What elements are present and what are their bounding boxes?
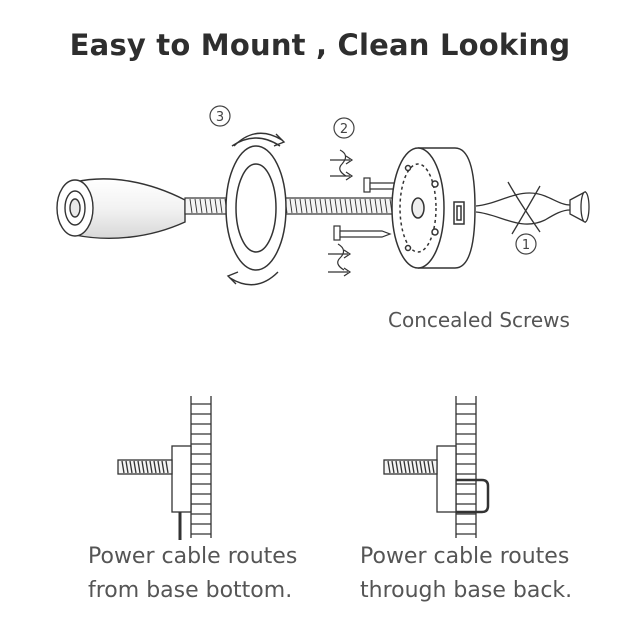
gooseneck-arm xyxy=(184,197,401,215)
svg-text:1: 1 xyxy=(522,238,530,253)
screw-turn-arrows-top xyxy=(330,149,354,181)
concealed-screws-label: Concealed Screws xyxy=(388,308,570,332)
wall-section-left xyxy=(190,396,212,538)
arm-coil-line xyxy=(415,460,419,474)
left-caption: Power cable routes from base bottom. xyxy=(88,540,297,608)
step-1-marker: 1 xyxy=(515,233,537,255)
arm-coil-line xyxy=(431,460,435,474)
right-caption-line-2: through base back. xyxy=(360,578,573,603)
right-caption-line-1: Power cable routes xyxy=(360,544,570,569)
arm-coil-line xyxy=(399,460,403,474)
arm-coil-line xyxy=(419,460,423,474)
arm-coil-line xyxy=(189,198,193,214)
arm-coil-line xyxy=(359,198,363,214)
arm-coil-line xyxy=(411,460,415,474)
arm-coil-line xyxy=(204,198,208,214)
arm-coil-line xyxy=(427,460,431,474)
arm-coil-line xyxy=(133,460,137,474)
rotate-arrow-bottom xyxy=(226,271,279,286)
arm-coil-line xyxy=(219,198,223,214)
arm-coil-line xyxy=(165,460,169,474)
arm-coil-line xyxy=(407,460,411,474)
arm-coil-line xyxy=(395,460,399,474)
arm-coil-line xyxy=(354,198,358,214)
arm-coil-line xyxy=(391,460,395,474)
step-3-marker: 3 xyxy=(209,105,231,127)
arm-coil-line xyxy=(329,198,333,214)
arm-coil-line xyxy=(334,198,338,214)
arm-coil-line xyxy=(141,460,145,474)
arm-coil-line xyxy=(199,198,203,214)
screw-bottom xyxy=(333,225,392,241)
base-bottom-route xyxy=(117,445,192,540)
page-title: Easy to Mount , Clean Looking xyxy=(69,28,571,62)
arm-coil-line xyxy=(129,460,133,474)
arm-coil-line xyxy=(289,198,293,214)
arm-coil-line xyxy=(403,460,407,474)
arm-coil-line xyxy=(304,198,308,214)
arm-coil-line xyxy=(324,198,328,214)
arm-coil-line xyxy=(319,198,323,214)
arm-coil-line xyxy=(121,460,125,474)
lamp-head xyxy=(56,178,186,239)
arm-coil-line xyxy=(364,198,368,214)
arm-coil-line xyxy=(137,460,141,474)
arm-coil-line xyxy=(153,460,157,474)
arm-coil-line xyxy=(309,198,313,214)
left-caption-line-2: from base bottom. xyxy=(88,578,293,603)
arm-coil-line xyxy=(384,198,388,214)
svg-text:3: 3 xyxy=(216,110,224,125)
arm-coil-line xyxy=(209,198,213,214)
wall-section-right xyxy=(455,396,477,538)
arm-coil-line xyxy=(125,460,129,474)
screw-turn-arrows-bottom xyxy=(328,243,352,277)
arm-coil-line xyxy=(349,198,353,214)
arm-coil-line xyxy=(423,460,427,474)
left-caption-line-1: Power cable routes xyxy=(88,544,298,569)
arm-coil-line xyxy=(314,198,318,214)
base-back-route xyxy=(383,445,490,514)
arm-coil-line xyxy=(344,198,348,214)
arm-coil-line xyxy=(387,460,391,474)
rotate-arrow-top xyxy=(233,132,286,147)
right-caption: Power cable routes through base back. xyxy=(360,540,572,608)
arm-coil-line xyxy=(214,198,218,214)
arm-coil-line xyxy=(149,460,153,474)
trim-ring xyxy=(225,137,287,271)
arm-coil-line xyxy=(299,198,303,214)
arm-coil-line xyxy=(379,198,383,214)
svg-text:2: 2 xyxy=(340,122,348,137)
cable-connector xyxy=(475,181,590,235)
arm-coil-line xyxy=(369,198,373,214)
arm-coil-line xyxy=(145,460,149,474)
arm-coil-line xyxy=(194,198,198,214)
arm-coil-line xyxy=(339,198,343,214)
step-2-marker: 2 xyxy=(333,117,355,139)
arm-coil-line xyxy=(157,460,161,474)
arm-coil-line xyxy=(294,198,298,214)
wall-base xyxy=(391,147,476,269)
arm-coil-line xyxy=(161,460,165,474)
arm-coil-line xyxy=(374,198,378,214)
